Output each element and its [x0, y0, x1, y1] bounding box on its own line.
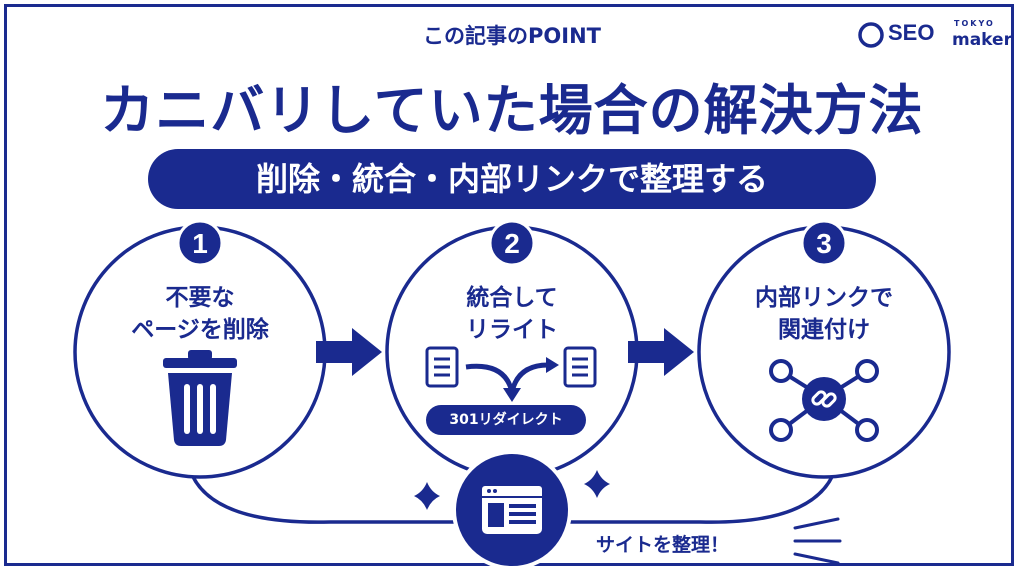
bottom-site-badge — [452, 450, 572, 570]
connector-left — [188, 469, 470, 524]
arrow-right-icon — [628, 328, 694, 376]
step-2-badge: 2 — [488, 219, 536, 267]
step-2-line1: 統合して — [466, 285, 558, 311]
step-3-line1: 内部リンクで — [755, 285, 893, 311]
sparkle-icon — [414, 482, 440, 510]
emphasis-lines-icon — [793, 517, 842, 565]
seo-maker-logo: SEO TOKYO maker — [856, 18, 1012, 58]
step-1-line1: 不要な — [165, 285, 235, 311]
sparkle-icon — [584, 470, 610, 498]
logo-tokyo: TOKYO — [954, 19, 995, 28]
step-1-line2: ページを削除 — [131, 317, 269, 343]
site-organize-label: サイトを整理！ — [596, 534, 730, 556]
step-2-number: 2 — [504, 228, 520, 259]
page-title: カニバリしていた場合の解決方法 — [100, 79, 924, 142]
logo-maker: maker — [952, 30, 1012, 50]
step-1-badge: 1 — [176, 219, 224, 267]
step-2-line2: リライト — [466, 317, 558, 343]
step-3-label: 内部リンクで 関連付け — [724, 282, 924, 346]
summary-banner: 削除・統合・内部リンクで整理する — [148, 149, 876, 209]
step-2-label: 統合して リライト — [412, 282, 612, 346]
trash-icon — [163, 350, 237, 446]
browser-window-icon — [482, 486, 542, 534]
redirect-badge: 301リダイレクト — [426, 405, 586, 435]
step-1-number: 1 — [192, 228, 208, 259]
arrow-right-icon — [316, 328, 382, 376]
logo-ring-icon — [858, 22, 884, 48]
step-3-badge: 3 — [800, 219, 848, 267]
logo-brand: SEO — [888, 20, 935, 45]
document-merge-icon — [425, 346, 597, 402]
step-3-number: 3 — [816, 228, 832, 259]
connector-right — [560, 469, 837, 524]
subtitle: この記事のPOINT — [423, 24, 601, 48]
network-link-icon — [769, 359, 879, 442]
step-1-label: 不要な ページを削除 — [100, 282, 300, 346]
step-3-line2: 関連付け — [778, 317, 870, 343]
